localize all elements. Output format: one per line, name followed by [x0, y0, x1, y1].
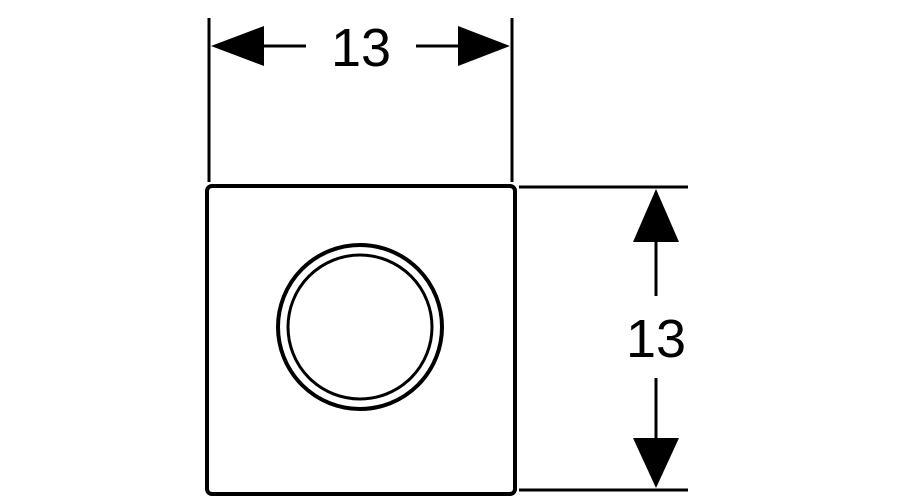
- width-arrow-right-icon: [458, 26, 510, 66]
- button-inner-ring: [286, 253, 434, 401]
- height-arrow-up-icon: [633, 189, 679, 242]
- width-arrow-left-icon: [211, 26, 264, 66]
- button-outer-ring: [276, 243, 444, 411]
- width-dimension-label: 13: [331, 18, 391, 78]
- height-dimension-label: 13: [626, 309, 686, 369]
- flush-plate: [205, 184, 517, 496]
- height-arrow-down-icon: [633, 438, 679, 488]
